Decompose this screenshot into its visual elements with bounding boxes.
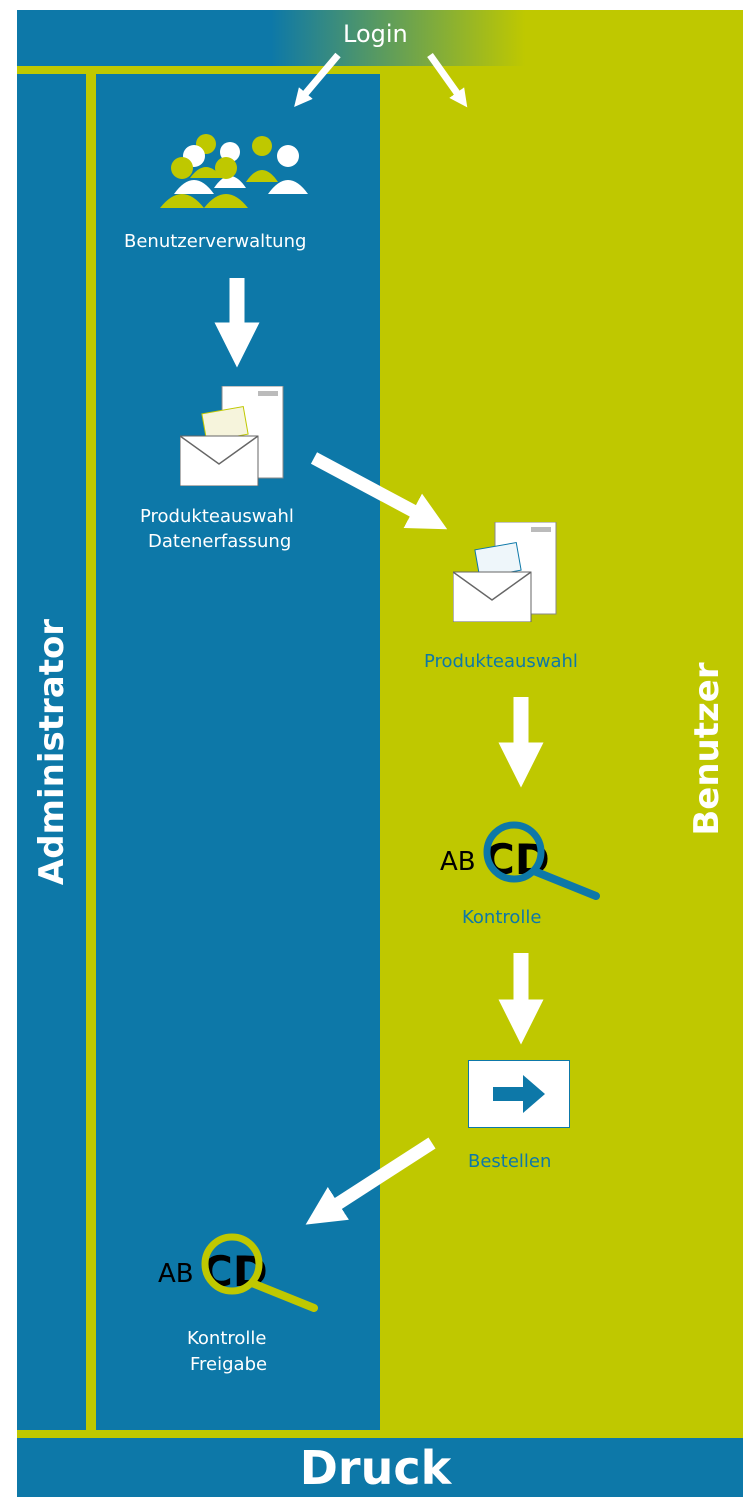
magnifier-prefix: AB (440, 847, 476, 877)
login-title: Login (343, 20, 408, 48)
arrow-right-icon (493, 1075, 545, 1113)
admin-product-line1: Produkteauswahl (140, 506, 294, 527)
admin-check-line2: Freigabe (190, 1354, 268, 1375)
user-check-label: Kontrolle (462, 907, 542, 928)
users-icon (160, 134, 308, 208)
order-label: Bestellen (468, 1151, 552, 1172)
login-bar (17, 10, 743, 66)
order-box (468, 1060, 570, 1128)
top-divider (17, 66, 743, 74)
arrow-order-to-release (305, 1137, 436, 1225)
magnifier-icon: AB CD (158, 1230, 328, 1312)
column-divider (86, 74, 96, 1430)
envelope-documents-icon (180, 386, 284, 486)
bottom-divider (17, 1430, 743, 1438)
admin-check-line1: Kontrolle (187, 1328, 267, 1349)
user-management-label: Benutzerverwaltung (124, 231, 307, 252)
magnifier-icon: AB CD (440, 818, 610, 900)
arrow-login-to-admin (294, 52, 341, 107)
administrator-column (17, 74, 86, 1430)
print-label: Druck (299, 1441, 452, 1495)
envelope-documents-icon (453, 522, 557, 622)
arrow-login-to-user (427, 52, 468, 108)
benutzer-column (670, 74, 743, 1430)
user-product-label: Produkteauswahl (424, 651, 578, 672)
admin-product-line2: Datenerfassung (148, 531, 292, 552)
print-bar (17, 1438, 743, 1497)
magnifier-prefix: AB (158, 1259, 194, 1289)
arrow-admin-to-user-products (310, 452, 448, 530)
